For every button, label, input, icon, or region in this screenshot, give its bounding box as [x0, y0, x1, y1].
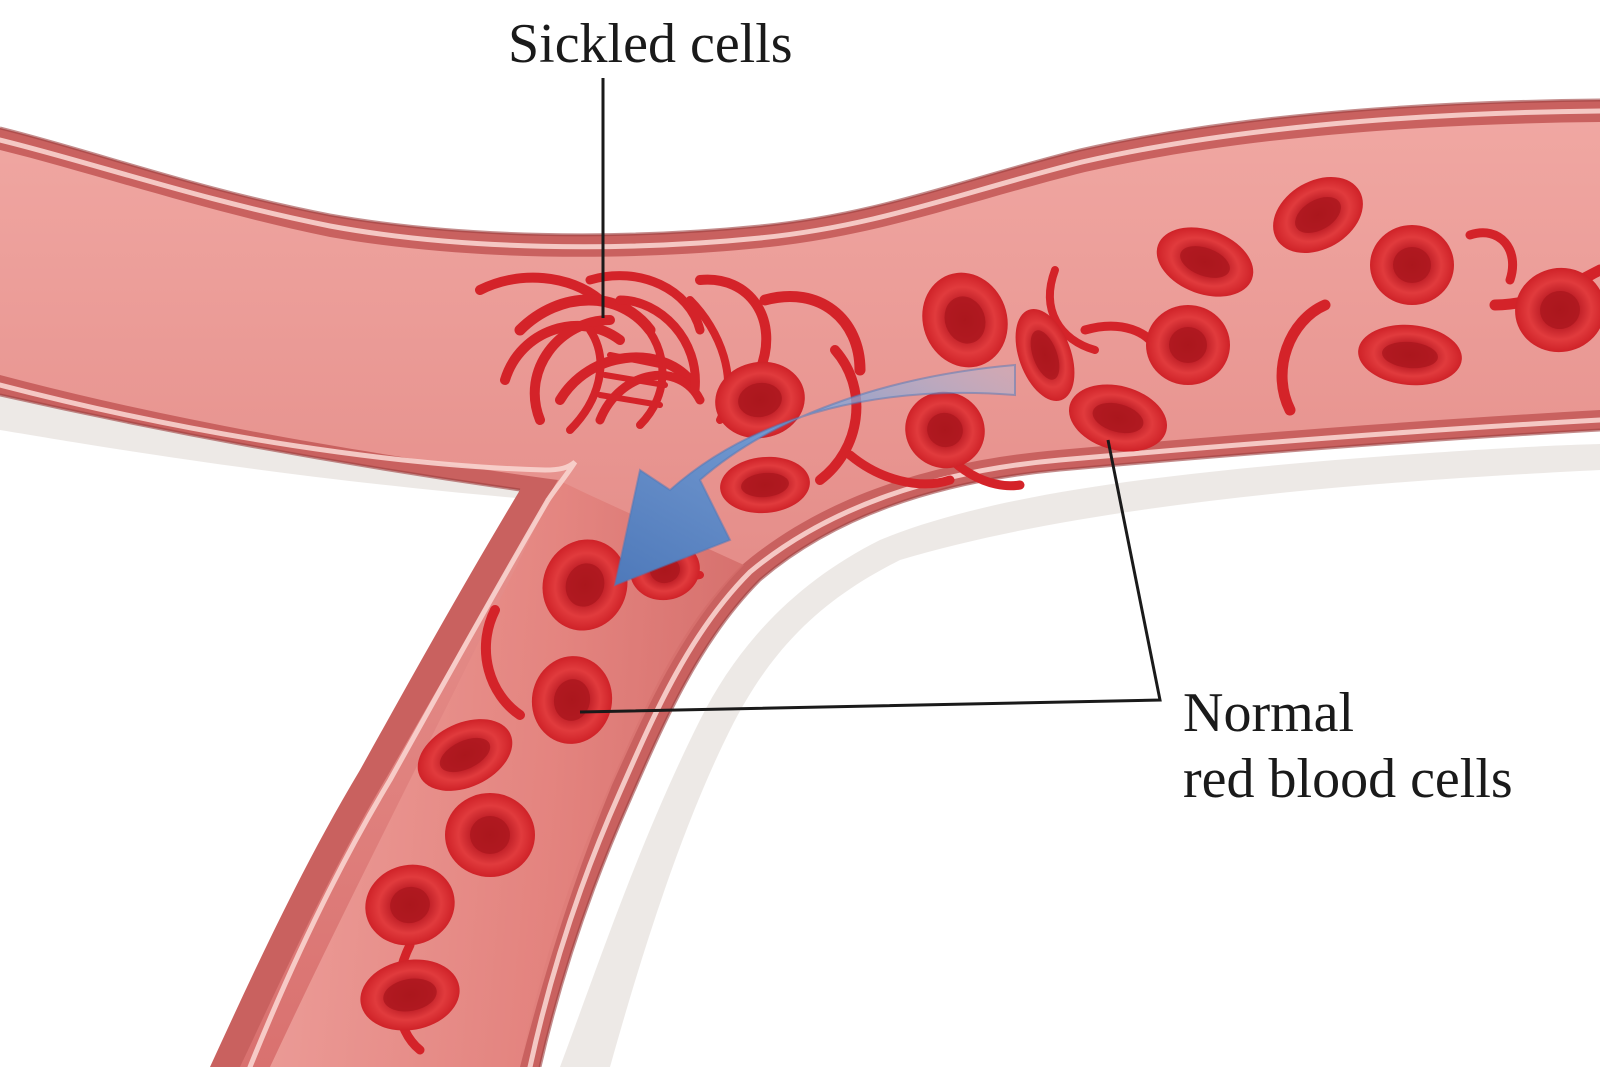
- normal-cell: [360, 959, 460, 1031]
- normal-cell: [1273, 177, 1363, 253]
- normal-cell: [715, 361, 805, 439]
- sickled-cell: [480, 605, 525, 720]
- normal-cell: [531, 656, 613, 744]
- curved-arrow-icon: [613, 363, 1016, 587]
- normal-cell: [1370, 225, 1454, 305]
- normal-cell: [1515, 267, 1600, 353]
- sickled-cell: [529, 315, 615, 425]
- sickled-cell: [566, 326, 605, 434]
- normal-cell: [417, 719, 513, 791]
- normal-cells-label-line1: Normal: [1183, 682, 1355, 744]
- sickled-cell: [1276, 299, 1331, 416]
- normal-cell: [365, 864, 455, 946]
- vessel-shadow: [0, 395, 1600, 1067]
- vessel-edge-lines: [0, 98, 1600, 1068]
- normal-cell: [1068, 384, 1168, 452]
- sickled-cell: [607, 352, 663, 368]
- sickled-cell: [695, 274, 772, 375]
- sickled-cells-label: Sickled cells: [508, 13, 793, 75]
- sickled-cell: [1465, 228, 1518, 285]
- normal-cell: [720, 456, 810, 514]
- sickled-cell: [815, 345, 862, 485]
- sickled-cell: [475, 272, 605, 305]
- leader-lines: [579, 78, 1162, 714]
- normal-cells-label: Normal red blood cells: [1183, 680, 1513, 812]
- normal-cell: [1146, 305, 1230, 385]
- normal-cell: [1358, 324, 1462, 386]
- sickled-cell: [597, 392, 663, 408]
- normal-cell: [905, 391, 985, 469]
- sickled-cell: [500, 320, 625, 385]
- normal-cell: [542, 539, 628, 631]
- vessel-highlights: [0, 108, 1600, 1070]
- sickled-cell: [585, 271, 705, 335]
- sickled-cell-cluster: [393, 228, 1600, 1055]
- normal-cells: [360, 177, 1600, 1031]
- normal-cell: [1015, 309, 1075, 401]
- normal-cell: [445, 793, 535, 877]
- sickled-cell: [845, 450, 955, 489]
- sickled-cell: [615, 295, 700, 395]
- sickled-cell: [636, 316, 667, 429]
- normal-leader-line: [579, 439, 1162, 714]
- sickled-cell: [1046, 266, 1099, 354]
- sickled-cell: [759, 291, 866, 376]
- normal-cell: [922, 272, 1008, 368]
- normal-cell: [1156, 227, 1254, 297]
- sickled-cell: [602, 372, 668, 388]
- normal-cells-label-line2: red blood cells: [1183, 748, 1513, 810]
